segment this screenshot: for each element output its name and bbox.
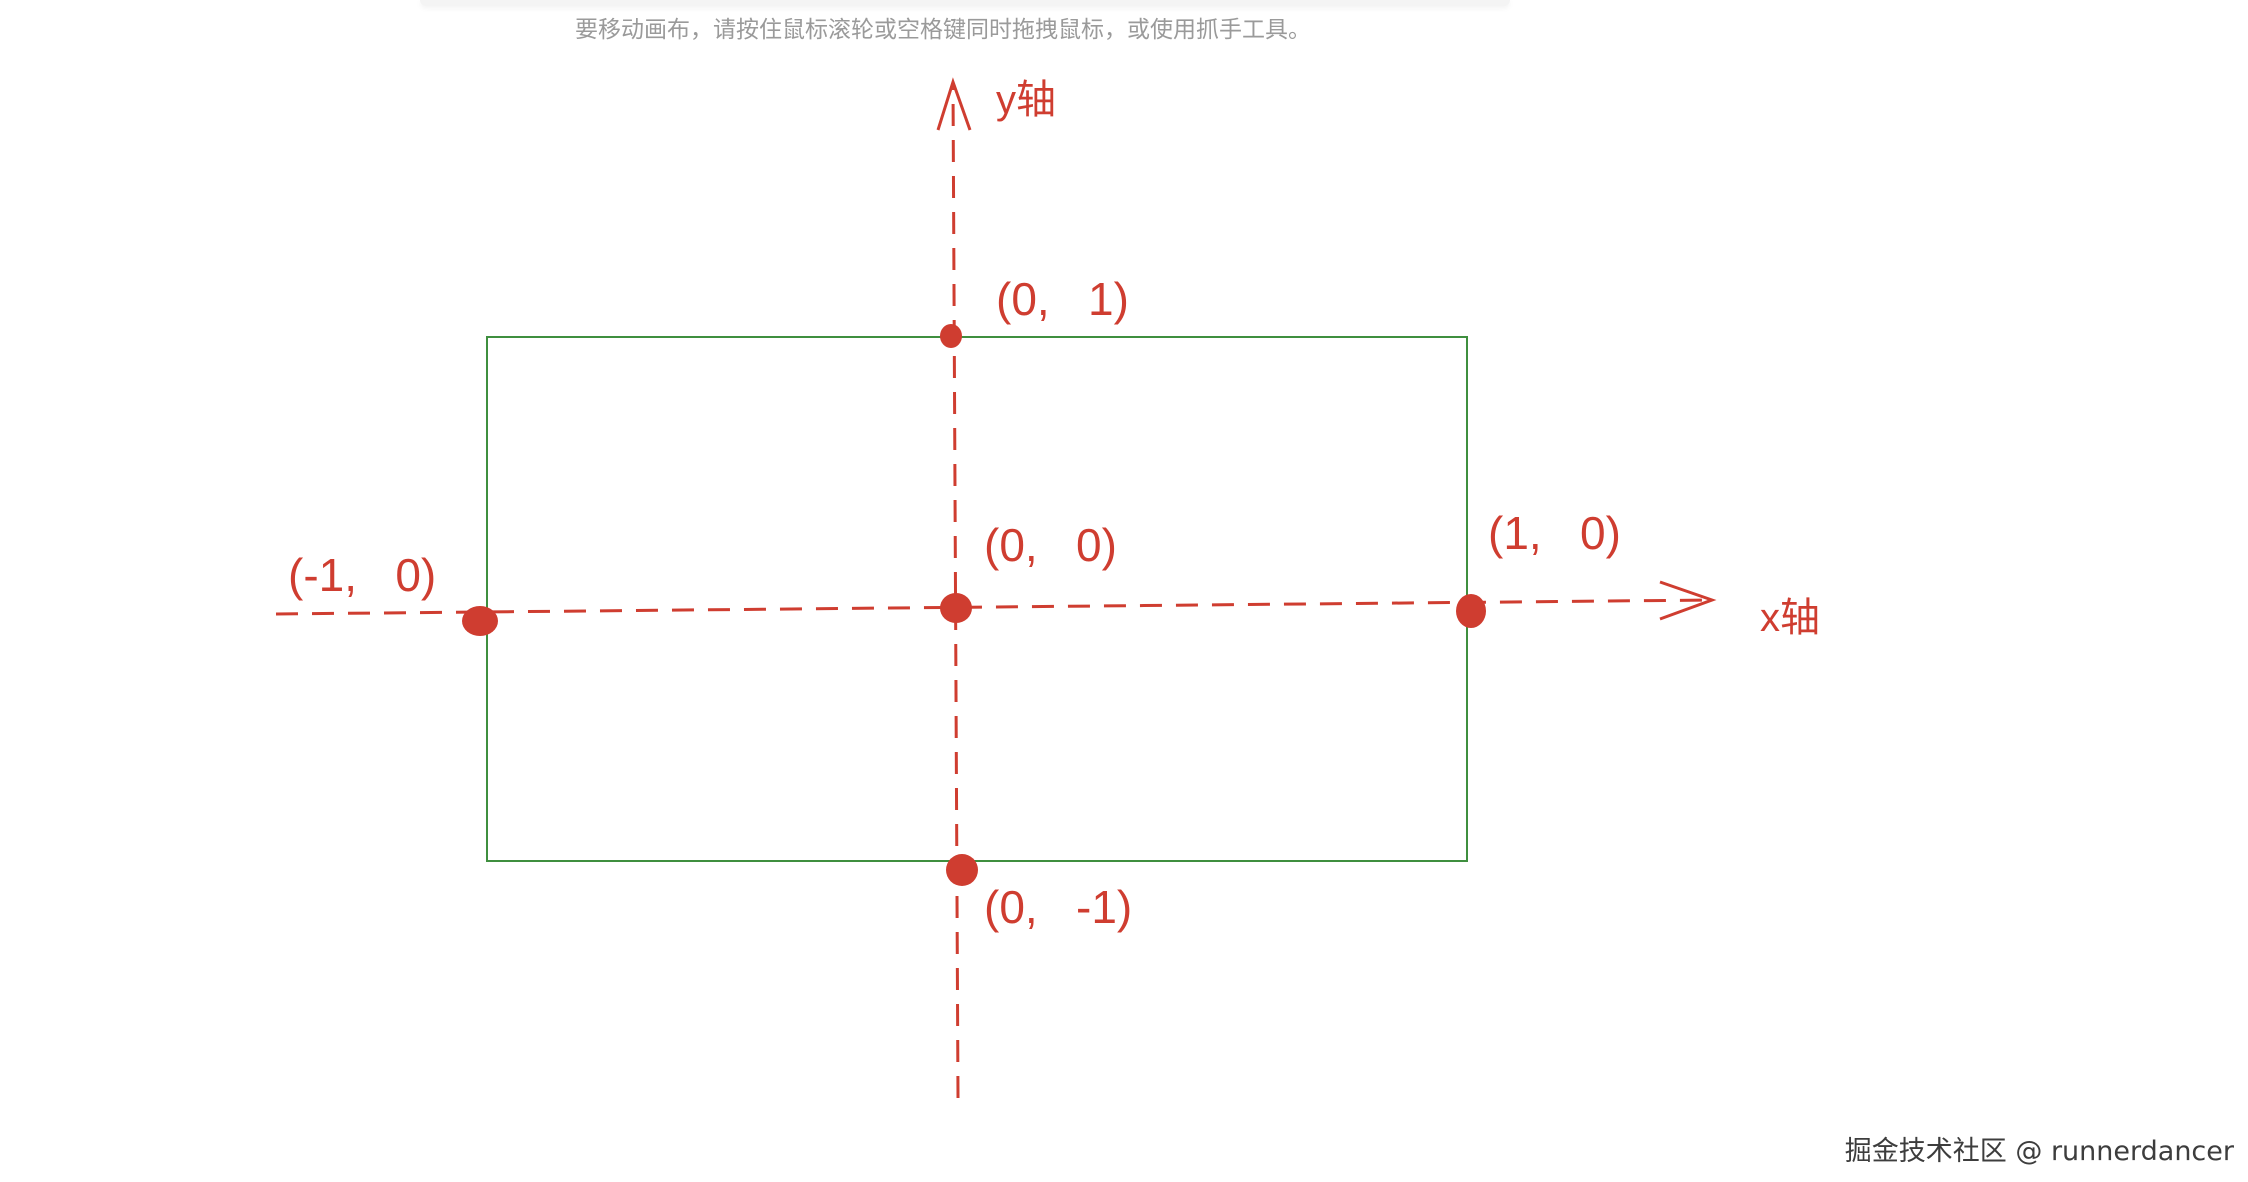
point-label-right: (1, 0) — [1488, 507, 1621, 559]
point-bottom — [946, 854, 978, 886]
point-label-top: (0, 1) — [996, 273, 1129, 325]
point-origin — [940, 593, 972, 623]
canvas-hint-text: 要移动画布，请按住鼠标滚轮或空格键同时拖拽鼠标，或使用抓手工具。 — [575, 17, 1311, 43]
point-label-origin: (0, 0) — [984, 519, 1117, 571]
y-axis-line — [951, 83, 960, 1099]
y-axis-label: y轴 — [996, 78, 1056, 122]
point-left — [462, 606, 498, 636]
point-right — [1456, 594, 1486, 628]
green-rectangle — [486, 336, 1468, 862]
x-axis-label: x轴 — [1760, 596, 1820, 640]
hint-bar — [420, 0, 1510, 6]
point-label-bottom: (0, -1) — [984, 881, 1132, 933]
y-axis-arrowhead — [936, 77, 972, 131]
point-label-left: (-1, 0) — [288, 549, 436, 601]
watermark: 掘金技术社区 @ runnerdancer — [1844, 1136, 2234, 1167]
x-axis-arrowhead — [1659, 580, 1717, 621]
point-top — [940, 324, 962, 348]
